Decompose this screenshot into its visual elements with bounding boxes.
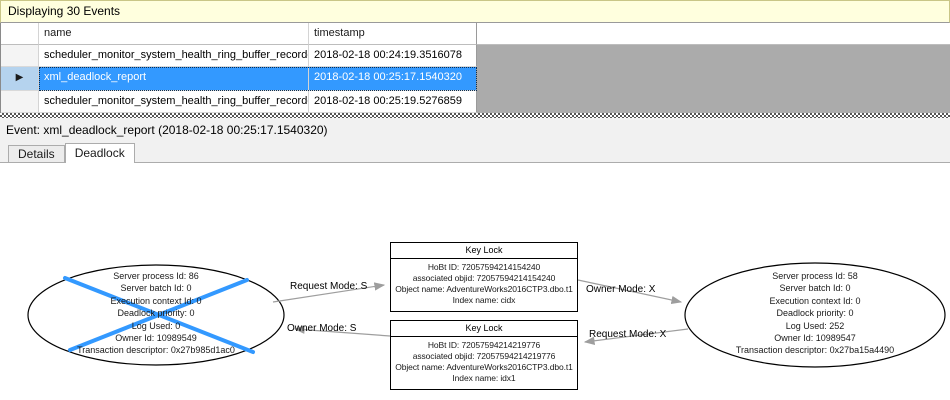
process-attr: Deadlock priority: 0 [117,308,195,319]
column-header-name[interactable]: name [39,23,309,45]
edge-owner-s-line [293,325,391,337]
grid-header-row: name timestamp [1,23,950,45]
victim-cross-icon [68,278,249,352]
resource-attr: associated objid: 72057594214219776 [412,351,556,361]
events-count-bar: Displaying 30 Events [0,0,950,23]
grid-empty-area [477,23,950,45]
row-selector [1,45,39,67]
event-timestamp-cell: 2018-02-18 00:25:17.1540320 [309,67,477,91]
event-timestamp-cell: 2018-02-18 00:24:19.3516078 [309,45,477,67]
splitter-handle[interactable] [0,113,950,118]
events-grid: name timestamp scheduler_monitor_system_… [0,23,950,113]
process-node-victim-text: Server process Id: 86 Server batch Id: 0… [31,270,281,357]
current-row-arrow-icon: ▶ [15,72,24,83]
process-node-survivor-ellipse [684,262,946,368]
table-row[interactable]: scheduler_monitor_system_health_ring_buf… [1,91,950,113]
edge-request-x-line [583,328,689,345]
deadlock-graph-pane: Server process Id: 86 Server batch Id: 0… [0,163,950,400]
row-selector-header [1,23,39,45]
resource-attr: HoBt ID: 72057594214219776 [427,340,541,350]
process-attr: Server process Id: 58 [772,271,858,281]
resource-attr: HoBt ID: 72057594214154240 [427,262,541,272]
grid-empty-area [477,67,950,91]
deadlock-graph-canvas [27,262,946,368]
event-name-cell: xml_deadlock_report [39,67,309,91]
event-name-cell: scheduler_monitor_system_health_ring_buf… [39,45,309,67]
process-attr: Server process Id: 86 [113,271,199,281]
process-attr: Log Used: 0 [131,320,181,331]
edge-label-request-s: Request Mode: S [290,281,368,292]
process-attr: Owner Id: 10989549 [115,333,197,344]
process-attr: Deadlock priority: 0 [776,308,854,319]
row-selector: ▶ [1,67,39,91]
row-selector [1,91,39,113]
process-attr: Execution context Id: 0 [110,295,202,306]
table-row[interactable]: scheduler_monitor_system_health_ring_buf… [1,45,950,67]
resource-node-keylock-bottom: Key Lock HoBt ID: 72057594214219776 asso… [390,320,578,390]
process-attr: Execution context Id: 0 [769,295,861,306]
resource-title: Key Lock [391,321,577,337]
detail-tabs: Details Deadlock [0,142,950,163]
process-attr: Server batch Id: 0 [120,283,192,294]
edge-request-s-line [272,282,386,303]
process-attr: Transaction descriptor: 0x27ba15a4490 [735,345,895,356]
process-attr: Transaction descriptor: 0x27b985d1ac0 [77,345,235,356]
edge-label-owner-s: Owner Mode: S [287,323,357,334]
selected-event-summary: Event: xml_deadlock_report (2018-02-18 0… [0,118,950,142]
resource-attr: Object name: AdventureWorks2016CTP3.dbo.… [395,284,573,294]
edge-label-request-x: Request Mode: X [589,329,667,340]
edge-owner-x-line [577,279,683,305]
edge-label-owner-x: Owner Mode: X [586,284,656,295]
resource-node-keylock-top: Key Lock HoBt ID: 72057594214154240 asso… [390,242,578,312]
resource-attr: associated objid: 72057594214154240 [412,273,556,283]
process-node-survivor-text: Server process Id: 58 Server batch Id: 0… [690,270,940,357]
resource-attr: Index name: cidx [452,295,516,305]
grid-empty-area [477,45,950,67]
column-header-timestamp[interactable]: timestamp [309,23,477,45]
tab-details[interactable]: Details [8,145,65,162]
event-name-cell: scheduler_monitor_system_health_ring_buf… [39,91,309,113]
resource-title: Key Lock [391,243,577,259]
tab-deadlock[interactable]: Deadlock [64,143,135,163]
event-timestamp-cell: 2018-02-18 00:25:19.5276859 [309,91,477,113]
process-attr: Server batch Id: 0 [779,283,851,294]
resource-attr: Object name: AdventureWorks2016CTP3.dbo.… [395,362,573,372]
grid-empty-area [477,91,950,113]
process-attr: Log Used: 252 [785,320,845,331]
process-attr: Owner Id: 10989547 [774,333,856,344]
table-row-selected[interactable]: ▶ xml_deadlock_report 2018-02-18 00:25:1… [1,67,950,91]
resource-attr: Index name: idx1 [452,373,516,383]
